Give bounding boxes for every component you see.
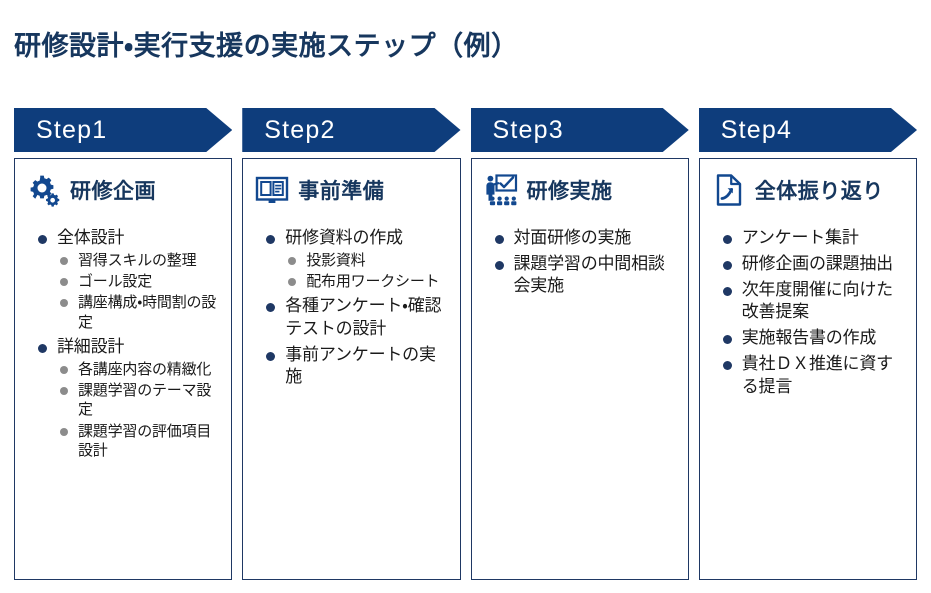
- list-item: 研修企画の課題抽出: [720, 253, 906, 275]
- step-card-4: 全体振り返り アンケート集計 研修企画の課題抽出 次年度開催に向けた改善提案 実…: [698, 158, 917, 580]
- list-item: 課題学習の中間相談会実施: [492, 253, 678, 297]
- list-item: 貴社ＤＸ推進に資する提言: [720, 353, 906, 397]
- step-column-2: Step2 事前準備: [242, 108, 461, 580]
- step-banner-3[interactable]: Step3: [471, 108, 689, 152]
- step-bullet-list-3: 対面研修の実施 課題学習の中間相談会実施: [480, 227, 680, 573]
- step-card-header-4: 全体振り返り: [708, 167, 908, 213]
- page-title: 研修設計・実行支援の実施ステップ（例）: [14, 31, 519, 62]
- list-item-label: 全体設計: [57, 228, 125, 247]
- step-column-1: Step1 研修企画: [14, 108, 233, 580]
- step-column-3: Step3: [470, 108, 689, 580]
- step-banner-label-3: Step3: [492, 115, 564, 144]
- gears-icon: [27, 173, 61, 207]
- sub-list-item: 課題学習のテーマ設定: [57, 381, 221, 419]
- step-card-header-1: 研修企画: [23, 167, 223, 213]
- step-banner-1[interactable]: Step1: [14, 108, 232, 152]
- list-item: 各種アンケート・確認テストの設計: [263, 295, 449, 339]
- sub-list-item: 投影資料: [285, 251, 449, 270]
- step-card-3: 研修実施 対面研修の実施 課題学習の中間相談会実施: [470, 158, 689, 580]
- step-bullet-list-1: 全体設計 習得スキルの整理 ゴール設定 講座構成・時間割の設定 詳細設計 各講座…: [23, 227, 223, 573]
- document-arrow-icon: [712, 173, 746, 207]
- list-item: 実施報告書の作成: [720, 327, 906, 349]
- step-banner-4[interactable]: Step4: [699, 108, 917, 152]
- open-book-icon: [255, 173, 289, 207]
- step-bullet-list-4: アンケート集計 研修企画の課題抽出 次年度開催に向けた改善提案 実施報告書の作成…: [708, 227, 908, 573]
- step-bullet-list-2: 研修資料の作成 投影資料 配布用ワークシート 各種アンケート・確認テストの設計 …: [251, 227, 451, 573]
- step-card-header-3: 研修実施: [480, 167, 680, 213]
- list-item: アンケート集計: [720, 227, 906, 249]
- step-heading-4: 全体振り返り: [754, 180, 884, 203]
- presenter-whiteboard-icon: [484, 173, 518, 207]
- sub-list-item: 配布用ワークシート: [285, 272, 449, 291]
- sub-list-item: ゴール設定: [57, 272, 221, 291]
- list-item: 全体設計 習得スキルの整理 ゴール設定 講座構成・時間割の設定: [35, 227, 221, 332]
- step-banner-label-2: Step2: [264, 115, 336, 144]
- sub-list-item: 習得スキルの整理: [57, 251, 221, 270]
- step-heading-3: 研修実施: [526, 180, 613, 203]
- step-banner-2[interactable]: Step2: [242, 108, 460, 152]
- step-column-4: Step4 全体振り返り アンケート集計 研修企画の課題抽出 次年度開催に向けた…: [698, 108, 917, 580]
- sub-list: 習得スキルの整理 ゴール設定 講座構成・時間割の設定: [57, 251, 221, 332]
- list-item: 対面研修の実施: [492, 227, 678, 249]
- sub-list-item: 各講座内容の精緻化: [57, 360, 221, 379]
- list-item: 詳細設計 各講座内容の精緻化 課題学習のテーマ設定 課題学習の評価項目設計: [35, 336, 221, 460]
- sub-list-item: 講座構成・時間割の設定: [57, 293, 221, 331]
- list-item: 研修資料の作成 投影資料 配布用ワークシート: [263, 227, 449, 291]
- step-heading-1: 研修企画: [70, 180, 156, 203]
- sub-list: 投影資料 配布用ワークシート: [285, 251, 449, 291]
- list-item: 次年度開催に向けた改善提案: [720, 279, 906, 323]
- list-item: 事前アンケートの実施: [263, 344, 449, 388]
- step-card-header-2: 事前準備: [251, 167, 451, 213]
- step-flow-container: Step1 研修企画: [14, 108, 917, 580]
- list-item-label: 研修資料の作成: [285, 228, 403, 247]
- step-heading-2: 事前準備: [298, 180, 385, 203]
- sub-list: 各講座内容の精緻化 課題学習のテーマ設定 課題学習の評価項目設計: [57, 360, 221, 460]
- list-item-label: 詳細設計: [57, 336, 125, 356]
- step-card-1: 研修企画 全体設計 習得スキルの整理 ゴール設定 講座構成・時間割の設定 詳細設…: [14, 158, 233, 580]
- step-banner-label-1: Step1: [36, 115, 108, 144]
- step-card-2: 事前準備 研修資料の作成 投影資料 配布用ワークシート 各種アンケート・確認テス…: [242, 158, 461, 580]
- step-banner-label-4: Step4: [720, 115, 793, 144]
- sub-list-item: 課題学習の評価項目設計: [57, 422, 221, 460]
